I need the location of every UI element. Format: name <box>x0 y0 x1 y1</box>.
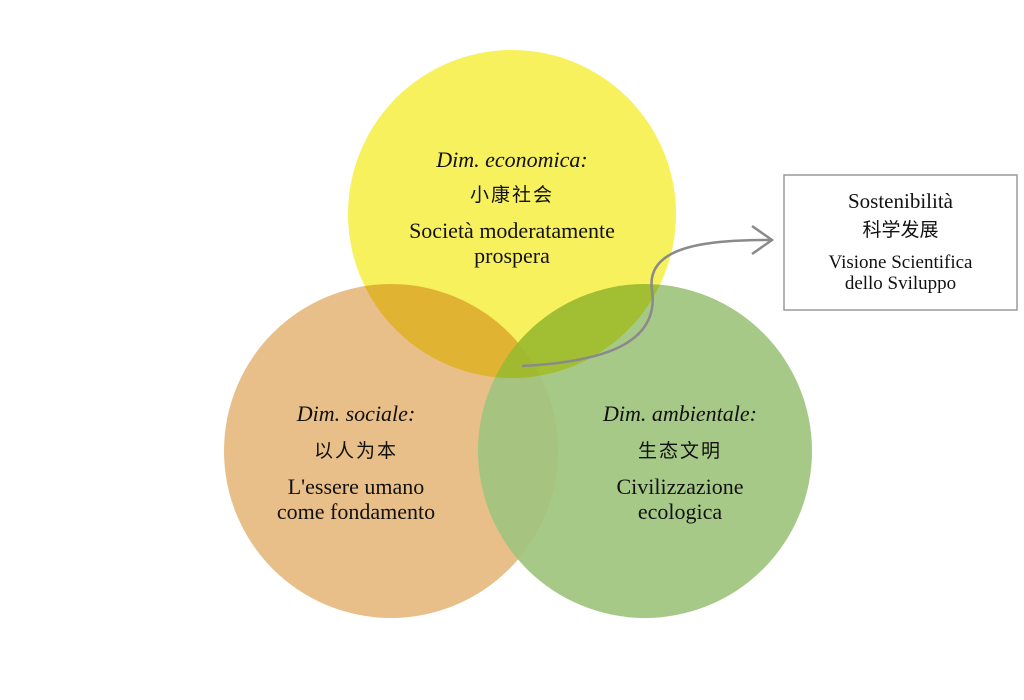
economic-description-line2: prospera <box>474 243 550 268</box>
social-heading: Dim. sociale: <box>296 401 416 426</box>
sustainability-chinese: 科学发展 <box>862 219 939 241</box>
social-description-line2: come fondamento <box>276 499 436 524</box>
environmental-description-line2: ecologica <box>637 499 723 524</box>
economic-heading: Dim. economica: <box>436 147 588 172</box>
environmental-heading: Dim. ambientale: <box>603 401 757 426</box>
sustainability-description-line2: dello Sviluppo <box>844 273 957 294</box>
environmental-chinese: 生态文明 <box>637 440 722 462</box>
sustainability-box <box>783 174 1018 311</box>
sustainability-arrow-head <box>751 224 775 256</box>
social-description-line1: L'essere umano <box>287 474 425 499</box>
economic-description-line1: Società moderatamente <box>409 218 615 243</box>
economic-chinese: 小康社会 <box>469 184 554 206</box>
economic-circle <box>348 50 676 378</box>
social-chinese: 以人为本 <box>313 440 398 462</box>
sustainability-title: Sostenibilità <box>848 189 953 213</box>
sustainability-arrow-line <box>521 238 771 368</box>
sustainability-description-line1: Visione Scientifica <box>828 252 973 273</box>
environmental-description-line1: Civilizzazione <box>616 474 744 499</box>
